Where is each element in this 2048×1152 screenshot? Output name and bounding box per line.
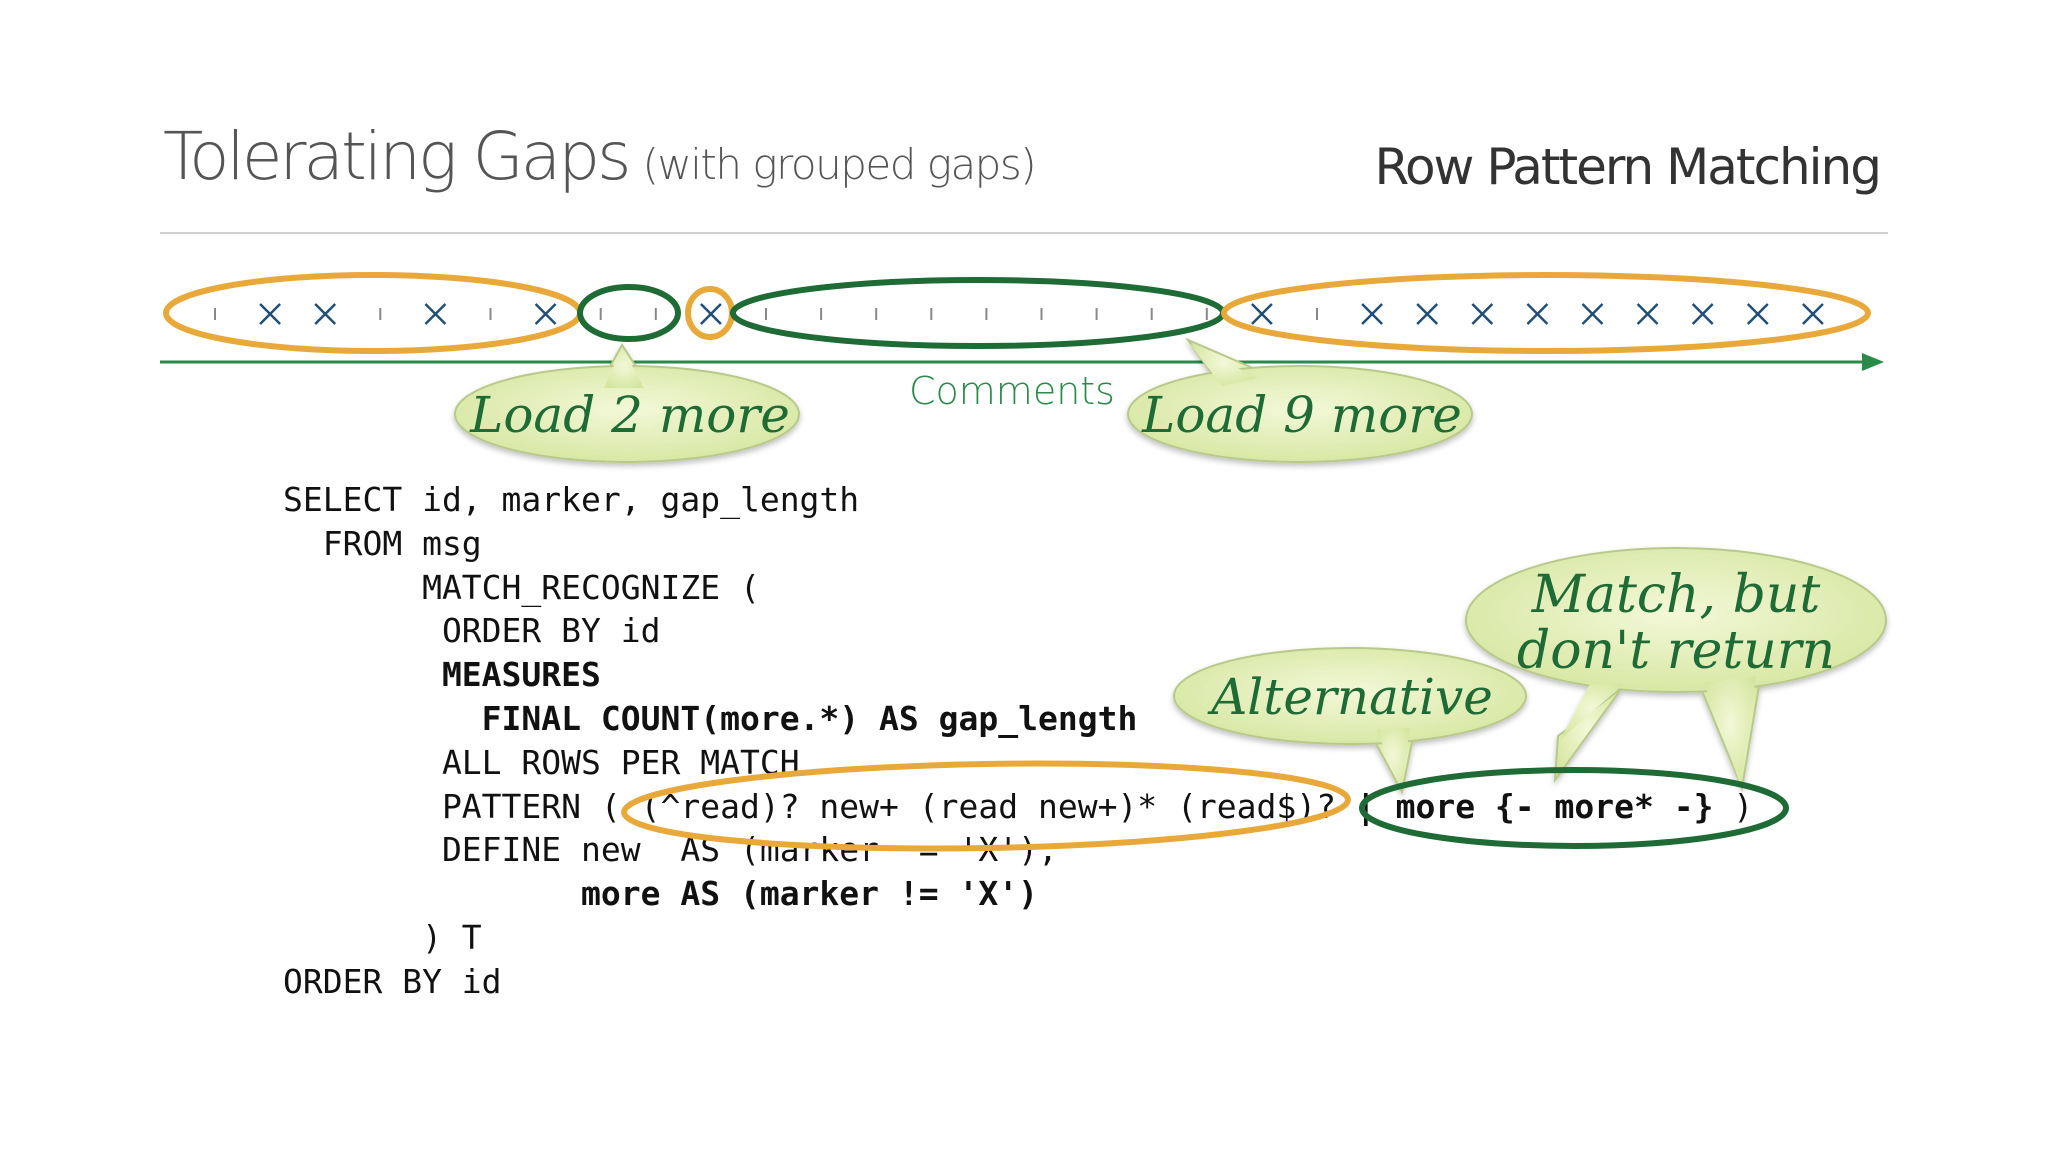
read-marker	[1416, 303, 1439, 325]
read-marker	[1636, 303, 1659, 325]
alternative-text: Alternative	[1207, 668, 1493, 726]
read-marker	[700, 303, 722, 325]
read-marker	[534, 303, 557, 325]
read-marker	[259, 303, 281, 325]
match-line-1: Match, but	[1531, 565, 1821, 625]
sql-code-block: SELECT id, marker, gap_length FROM msg M…	[283, 478, 1753, 1004]
read-marker	[314, 303, 337, 325]
read-marker	[1471, 303, 1494, 325]
load-9-more-text: Load 9 more	[1141, 386, 1462, 444]
title-main: Tolerating Gaps	[163, 118, 632, 195]
code-line-12: ORDER BY id	[283, 961, 502, 1001]
code-line-11: ) T	[283, 917, 482, 957]
code-line-7: ALL ROWS PER MATCH	[283, 742, 800, 782]
code-line-9: DEFINE new AS (marker = 'X'),	[283, 830, 1058, 870]
load-9-more-bubble	[1127, 337, 1473, 463]
pattern-part-c: )	[1713, 786, 1754, 826]
read-marker	[1526, 303, 1549, 325]
code-line-6: FINAL COUNT(more.*) AS gap_length	[283, 698, 1138, 738]
read-marker	[424, 303, 447, 325]
timeline-markers	[214, 303, 1824, 325]
read-marker	[1581, 303, 1604, 325]
alternative-bubble	[1173, 647, 1527, 795]
axis-label: Comments	[909, 369, 1115, 413]
read-marker	[1251, 303, 1273, 325]
read-marker	[1691, 303, 1714, 325]
title-subtitle: (with grouped gaps)	[642, 140, 1037, 189]
read-marker	[1802, 303, 1824, 325]
code-line-3: MATCH_RECOGNIZE (	[283, 567, 760, 607]
read-marker	[1361, 303, 1383, 325]
alternative-1-ellipse	[621, 760, 1351, 852]
gap-group-1-ellipse	[577, 284, 681, 342]
section-title: Row Pattern Matching	[1374, 138, 1882, 196]
code-line-5: MEASURES	[283, 655, 601, 695]
read-group-3-ellipse	[1221, 272, 1871, 354]
title-divider	[160, 232, 1888, 234]
alternative-2-ellipse	[1359, 767, 1789, 849]
pattern-part-b: | more {- more* -}	[1355, 786, 1714, 826]
code-line-1: SELECT id, marker, gap_length	[283, 480, 860, 519]
load-2-more-text: Load 2 more	[469, 386, 790, 444]
axis-arrowhead	[1862, 353, 1884, 371]
code-line-10: more AS (marker != 'X')	[283, 874, 1038, 914]
slide-title: Tolerating Gaps(with grouped gaps)	[163, 118, 1037, 195]
code-line-4: ORDER BY id	[283, 611, 661, 651]
match-line-2: don't return	[1517, 621, 1835, 681]
match-but-dont-return-bubble	[1465, 547, 1887, 792]
read-marker	[1746, 303, 1769, 325]
load-2-more-bubble	[454, 343, 800, 463]
code-line-2: FROM msg	[283, 523, 482, 563]
